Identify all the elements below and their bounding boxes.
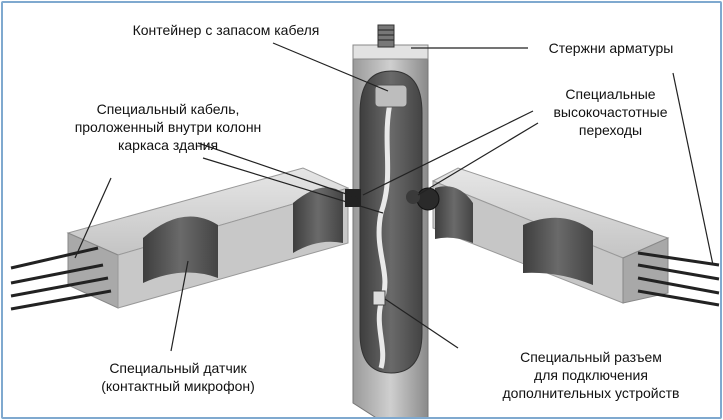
label-connector: Специальный разъем для подключения допол… — [502, 349, 680, 401]
label-cable-container: Контейнер с запасом кабеля — [132, 22, 320, 38]
building-frame-illustration — [10, 24, 720, 417]
top-threaded-rod — [377, 24, 395, 48]
left-beam — [66, 167, 350, 309]
label-sensor: Специальный датчик (контактный микрофон) — [101, 360, 255, 394]
label-special-cable: Специальный кабель, проложенный внутри к… — [74, 101, 262, 153]
column — [345, 44, 440, 417]
label-rebar: Стержни арматуры — [548, 40, 674, 56]
leader-lines — [74, 42, 714, 352]
label-hf-transitions: Специальные высокочастотные переходы — [553, 86, 668, 138]
rebar-left — [10, 246, 112, 311]
right-beam — [431, 167, 670, 304]
rebar-right — [637, 251, 720, 307]
